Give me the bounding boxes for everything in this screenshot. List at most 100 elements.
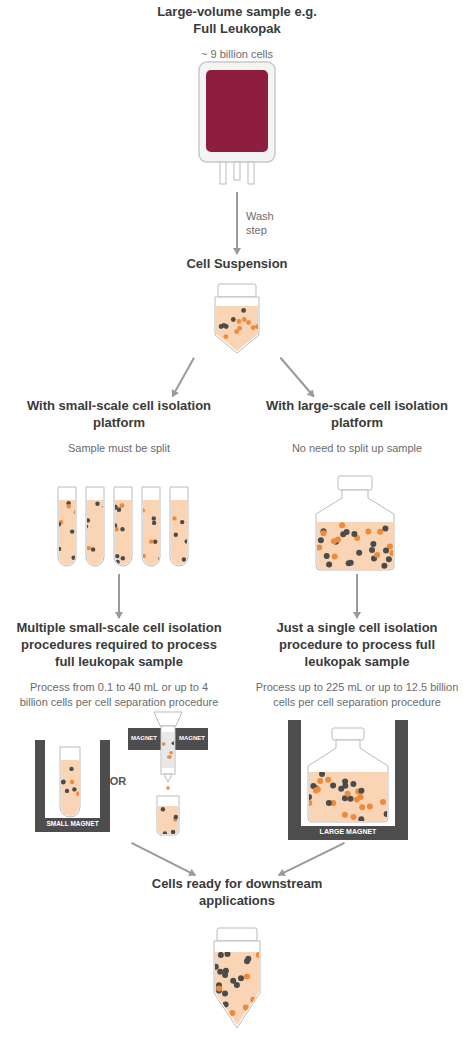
flow-arrow <box>236 192 238 254</box>
cell-dot <box>70 529 74 533</box>
step-note: Process from 0.1 to 40 mL or up to 4 bil… <box>15 680 223 710</box>
cell-dot <box>224 324 229 329</box>
cell-dot <box>137 505 141 509</box>
cell-dot <box>225 951 231 957</box>
cell-dot <box>351 814 357 820</box>
cell-dot <box>213 964 219 970</box>
leukopak-bag-part <box>248 162 254 184</box>
cell-dot <box>216 987 222 993</box>
step-note: ~ 9 billion cells <box>201 47 273 62</box>
cell-dot <box>356 550 362 556</box>
cell-dot <box>216 986 222 992</box>
conical-tube-part <box>216 306 258 351</box>
cell-dot <box>113 505 117 509</box>
cell-dots <box>316 522 395 569</box>
cell-dot <box>242 317 247 322</box>
cell-dot <box>384 811 390 817</box>
cell-dot <box>369 547 375 553</box>
cell-dot <box>330 800 336 806</box>
cell-dot <box>229 1010 235 1016</box>
cell-dot <box>57 522 61 526</box>
cell-dot <box>141 508 145 512</box>
cell-dot <box>163 831 167 835</box>
cell-dot <box>185 539 189 543</box>
cell-dot <box>340 531 346 537</box>
cell-dot <box>218 952 224 958</box>
magnet-label: MAGNET <box>176 735 208 742</box>
cell-dot <box>121 556 125 560</box>
cell-dot <box>220 1007 226 1013</box>
cell-dot <box>237 319 242 324</box>
cell-dot <box>74 510 78 514</box>
cell-dot <box>182 557 186 561</box>
leukopak-bag-part <box>234 162 240 180</box>
cell-dot <box>76 544 80 548</box>
cell-dot <box>255 324 260 329</box>
cell-dot <box>172 516 176 520</box>
cell-dot <box>386 556 392 562</box>
cell-dot <box>342 795 348 801</box>
cell-dot <box>173 817 177 821</box>
test-tubes-part <box>114 487 132 566</box>
cell-dot <box>134 525 138 529</box>
cell-dot <box>339 522 345 528</box>
flow-step: Just a single cell isolation procedure t… <box>250 620 464 842</box>
cell-dot <box>216 982 222 988</box>
cell-dot <box>333 539 339 545</box>
small-magnet-part <box>60 747 80 817</box>
cell-dot <box>321 528 327 534</box>
cell-dot <box>109 542 113 546</box>
column-magnet-part <box>157 796 179 835</box>
cell-dot <box>224 334 229 339</box>
flow-step: With small-scale cell isolation platform… <box>14 398 224 572</box>
cell-dot <box>86 518 90 522</box>
cell-dot <box>222 972 228 978</box>
final-tube-part <box>215 952 259 1025</box>
final-tube <box>212 928 262 1028</box>
alternative-label: OR <box>106 775 130 787</box>
cell-dot <box>61 779 65 783</box>
cell-dot <box>222 323 227 328</box>
cell-dot <box>256 952 262 958</box>
cell-dot <box>344 529 350 535</box>
cell-dot <box>382 526 388 532</box>
leukopak-bag <box>199 62 275 184</box>
step-note: Process up to 225 mL or up to 12.5 billi… <box>253 680 461 710</box>
large-magnet <box>288 720 408 840</box>
column-magnet-part <box>154 712 182 726</box>
leukopak-bag-part <box>206 70 268 152</box>
cell-dots <box>61 767 81 796</box>
cell-dot <box>370 541 376 547</box>
cell-dot <box>306 800 312 806</box>
magnet-label: MAGNET <box>128 735 160 742</box>
large-magnet-part <box>332 728 364 740</box>
cell-dot <box>319 771 325 777</box>
cell-dot <box>342 783 348 789</box>
cell-dot <box>371 555 377 561</box>
cell-dot <box>217 343 222 348</box>
cell-dots <box>212 951 262 1026</box>
cell-dot <box>230 978 236 984</box>
cell-dot <box>241 308 246 313</box>
large-magnet-part <box>395 720 408 840</box>
flow-step: With large-scale cell isolation platform… <box>252 398 462 572</box>
cell-dot <box>245 956 251 962</box>
cell-dot <box>381 563 387 569</box>
cell-dot <box>115 560 119 564</box>
cell-dot <box>152 516 156 520</box>
cell-dot <box>219 324 224 329</box>
cell-dot <box>317 778 323 784</box>
cell-dot <box>161 807 165 811</box>
cell-dot <box>216 346 221 351</box>
cell-dot <box>65 789 69 793</box>
cell-dot <box>243 1005 249 1011</box>
flow-arrow <box>356 574 358 618</box>
cell-dot <box>222 991 228 997</box>
column-magnet-part <box>161 726 175 774</box>
cell-dots <box>161 807 178 836</box>
leukopak-bag-part <box>199 62 275 162</box>
cell-dot <box>367 804 373 810</box>
cell-dot <box>115 554 119 558</box>
step-note: No need to split up sample <box>292 441 422 456</box>
flask-part <box>316 490 394 570</box>
